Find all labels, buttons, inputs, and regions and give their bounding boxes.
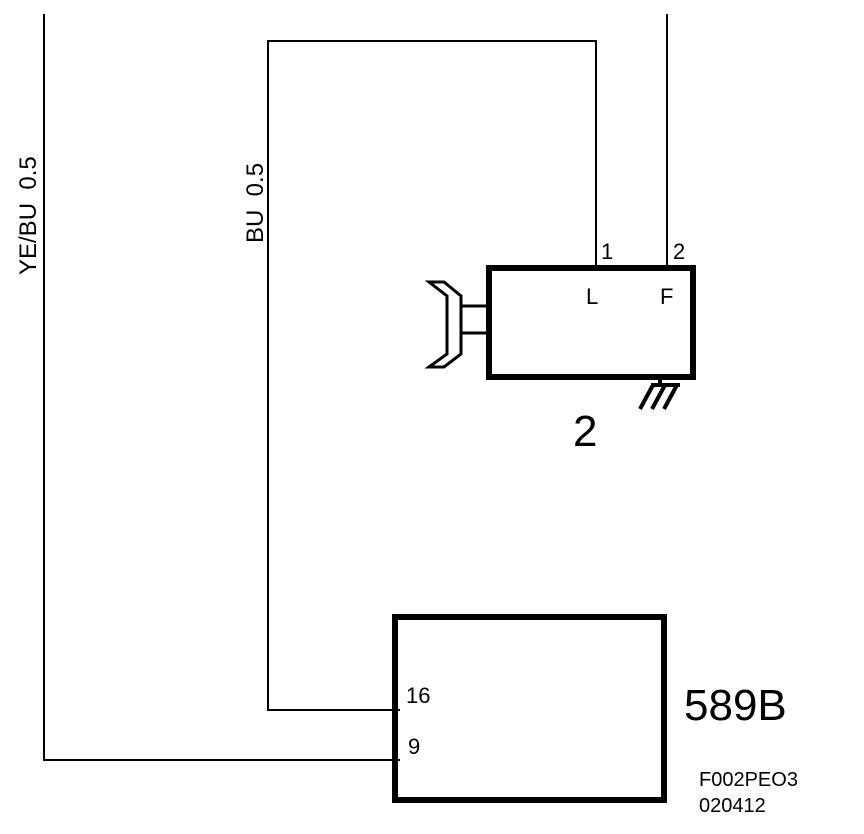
pin-1-number: 1: [601, 239, 613, 264]
component-589b-box: [392, 614, 667, 803]
ground-icon: [638, 377, 680, 410]
wire-ye-bu: [43, 14, 400, 761]
pin-16-number: 16: [406, 683, 430, 708]
component-589b-label: 589B: [684, 681, 787, 730]
wire-label-bu: BU 0.5: [242, 163, 269, 243]
figure-code-line-1: F002PEO3: [699, 769, 798, 791]
wire-bu: [267, 40, 597, 711]
pin-2-name: F: [660, 284, 673, 309]
wires: [43, 14, 668, 761]
figure-code-line-2: 020412: [699, 795, 766, 817]
pin-1-name: L: [586, 284, 598, 309]
pin-2-number: 2: [673, 239, 685, 264]
component-2-label: 2: [573, 407, 597, 456]
wire-label-ye-bu: YE/BU 0.5: [15, 156, 42, 275]
component-2: 1 2 L F 2: [424, 239, 696, 456]
component-589b: 16 9 589B: [392, 614, 787, 803]
pin-9-number: 9: [408, 734, 420, 759]
horn-icon: [424, 280, 491, 369]
